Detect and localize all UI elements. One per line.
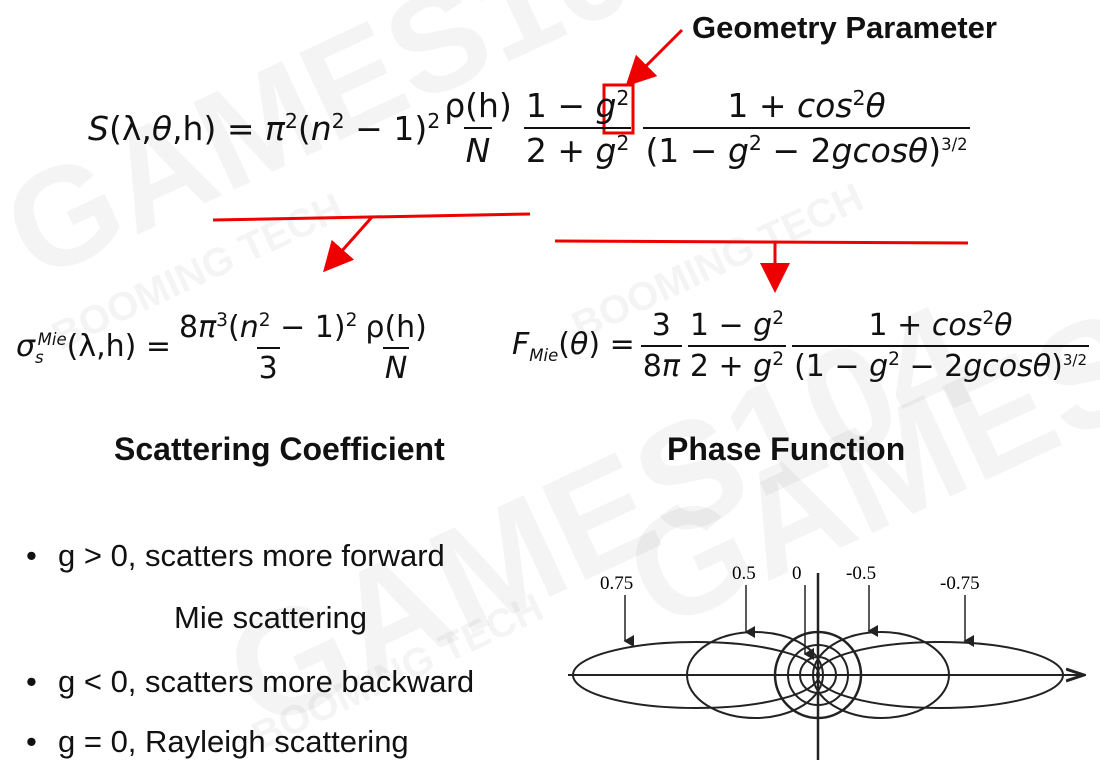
label-minus-0-75: -0.75 bbox=[940, 573, 980, 594]
main-eq-one-minus-g2: 1 − g2 bbox=[525, 86, 630, 125]
phase-denominator: (1 − g2 − 2gcosθ)3/2 bbox=[792, 345, 1089, 384]
bullet-dot: • bbox=[26, 664, 37, 699]
arrow-to-g bbox=[625, 28, 684, 87]
curve-g-minus-0-5 bbox=[812, 631, 950, 719]
curve-g-0-75 bbox=[572, 641, 820, 709]
main-equation: S(λ,θ,h) = π2(n2 − 1)2 ρ(h) N 1 − g2 2 +… bbox=[88, 86, 970, 170]
main-eq-lhs: S(λ,θ,h) = π2(n2 − 1)2 bbox=[88, 108, 441, 148]
inner-circle-1 bbox=[787, 644, 849, 706]
sigma-numerator: 8π3(n2 − 1)2 bbox=[179, 310, 358, 345]
arrow-to-sigma bbox=[323, 216, 374, 273]
phase-g-frac: 1 − g2 2 + g2 bbox=[687, 308, 787, 384]
bullet-list: •g > 0, scatters more forward Mie scatte… bbox=[26, 540, 474, 757]
main-eq-two-plus-g2: 2 + g2 bbox=[523, 127, 632, 170]
curve-g-0 bbox=[773, 630, 863, 720]
label-0-5: 0.5 bbox=[732, 563, 756, 584]
phase-two-plus-g2: 2 + g2 bbox=[687, 345, 787, 384]
bullet-subitem-mie: Mie scattering bbox=[174, 600, 367, 635]
phase-function-equation: FMie(θ) = 3 8π 1 − g2 2 + g2 1 + cos2θ (… bbox=[512, 308, 1089, 384]
main-eq-denominator: (1 − g2 − 2gcosθ)3/2 bbox=[643, 127, 970, 170]
sigma-lhs: σsMie(λ,h) = bbox=[16, 329, 171, 367]
main-eq-N: N bbox=[463, 127, 493, 170]
inner-circle-2 bbox=[799, 656, 837, 694]
label-0-75: 0.75 bbox=[600, 573, 633, 594]
phase-cos-frac: 1 + cos2θ (1 − g2 − 2gcosθ)3/2 bbox=[792, 308, 1089, 384]
main-eq-rho: ρ(h) bbox=[444, 86, 512, 125]
bullet-item-rayleigh: •g = 0, Rayleigh scattering bbox=[26, 724, 409, 759]
geometry-parameter-label: Geometry Parameter bbox=[692, 10, 997, 45]
phase-one-minus-g2: 1 − g2 bbox=[689, 308, 785, 343]
phase-function-polar-diagram: 0.75 0.5 0 -0.5 -0.75 bbox=[568, 563, 1095, 760]
scattering-coefficient-label: Scattering Coefficient bbox=[114, 431, 445, 467]
scattering-coefficient-equation: σsMie(λ,h) = 8π3(n2 − 1)2 3 ρ(h) N bbox=[16, 310, 429, 386]
phase-function-label: Phase Function bbox=[667, 431, 906, 467]
main-eq-density-frac: ρ(h) N bbox=[442, 86, 514, 170]
phase-one-plus-cos2: 1 + cos2θ bbox=[868, 308, 1013, 343]
sigma-N: N bbox=[382, 347, 410, 386]
main-eq-g-frac: 1 − g2 2 + g2 bbox=[523, 86, 632, 170]
phase-three: 3 bbox=[651, 308, 671, 343]
phase-constant-frac: 3 8π bbox=[640, 308, 682, 384]
bullet-dot: • bbox=[26, 538, 37, 573]
sigma-density-frac: ρ(h) N bbox=[363, 310, 428, 386]
curve-g-minus-0-75 bbox=[816, 641, 1064, 709]
sigma-rho: ρ(h) bbox=[365, 310, 427, 345]
phase-eight-pi: 8π bbox=[640, 345, 682, 384]
label-0: 0 bbox=[792, 563, 802, 584]
g-highlight-box bbox=[602, 83, 635, 135]
main-eq-phase-frac: 1 + cos2θ (1 − g2 − 2gcosθ)3/2 bbox=[643, 86, 970, 170]
sigma-denominator: 3 bbox=[256, 347, 280, 386]
sigma-frac: 8π3(n2 − 1)2 3 bbox=[177, 310, 359, 386]
phase-lhs: FMie(θ) = bbox=[512, 327, 635, 365]
bullet-item-backward: •g < 0, scatters more backward bbox=[26, 664, 475, 699]
bullet-item-forward: •g > 0, scatters more forward bbox=[26, 538, 445, 573]
label-minus-0-5: -0.5 bbox=[846, 563, 876, 584]
main-eq-one-plus-cos2: 1 + cos2θ bbox=[727, 86, 886, 125]
underline-right bbox=[554, 239, 969, 245]
bullet-dot: • bbox=[26, 724, 37, 759]
curve-g-0-5 bbox=[686, 631, 824, 719]
